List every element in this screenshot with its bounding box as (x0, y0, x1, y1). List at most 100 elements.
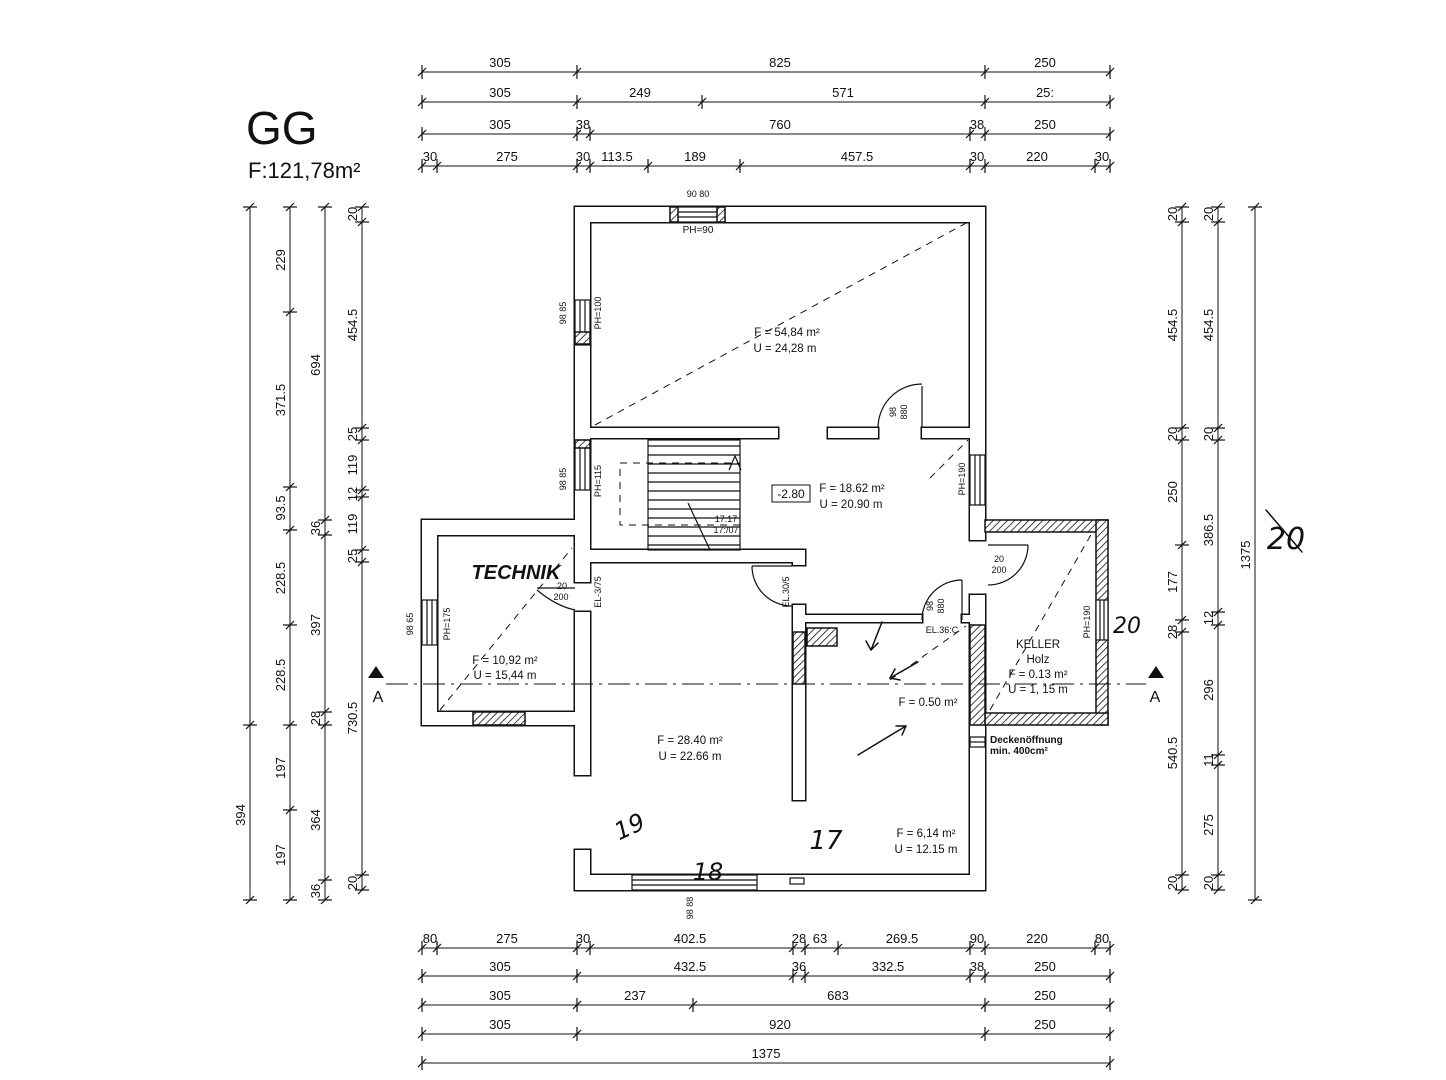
dimension-label: 694 (308, 354, 323, 376)
dimension-tick (1177, 615, 1187, 625)
dimension-label: 12 (1201, 611, 1216, 625)
dimension-label: 275 (1201, 814, 1216, 836)
door-keller (987, 544, 1029, 586)
dimension-tick (417, 943, 427, 953)
section-label-right: A (1150, 689, 1161, 706)
shaft-area: F = 0.50 m² (898, 697, 957, 709)
window-bottom (631, 874, 805, 891)
window-technik (421, 599, 438, 646)
keller-wall-bottom (984, 712, 1109, 726)
dimension-tick (1213, 423, 1223, 433)
handwritten-20-keller: 20 (1113, 614, 1141, 639)
window-hall-right-sill: PH=190 (957, 463, 967, 496)
door-keller-height: 200 (991, 565, 1006, 575)
dimension-tick (285, 525, 295, 535)
dimension-tick (585, 943, 595, 953)
dimension-label: 30 (576, 931, 590, 946)
dimension-tick (1213, 885, 1223, 895)
middle-room-area: F = 28.40 m² (657, 735, 723, 747)
dimension-tick (285, 307, 295, 317)
middle-room-perimeter: U = 22.66 m (659, 751, 722, 763)
dimension-label: 305 (489, 55, 511, 70)
dimension-label: 296 (1201, 679, 1216, 701)
dimension-label: 25 (345, 549, 360, 563)
door-upper (877, 383, 923, 429)
window-keller-sill: PH=190 (1082, 606, 1092, 639)
dimension-label: 457.5 (841, 149, 874, 164)
window-hall-right (969, 454, 986, 506)
stair-treads (648, 445, 740, 546)
dimension-row: 1375 (417, 1046, 1115, 1070)
dimension-tick (585, 129, 595, 139)
dimension-tick (357, 545, 367, 555)
dimension-label: 683 (827, 988, 849, 1003)
dimension-tick (1177, 423, 1187, 433)
dimension-column: 394 (233, 202, 257, 905)
dimension-label: 250 (1034, 988, 1056, 1003)
dimension-label: 20 (345, 876, 360, 890)
window-keller (1095, 599, 1109, 641)
dimension-label: 197 (273, 844, 288, 866)
void-diagonal-hall (929, 439, 969, 479)
dimension-label: 30 (423, 149, 437, 164)
ceiling-opening-min: min. 400cm² (990, 746, 1048, 757)
door-keller-width: 20 (994, 554, 1004, 564)
dimension-label: 11 (1201, 753, 1216, 767)
dimension-tick (965, 161, 975, 171)
dimension-tick (1177, 435, 1187, 445)
dimension-label: 305 (489, 117, 511, 132)
dimension-tick (1105, 67, 1115, 77)
dimension-label: 454.5 (1165, 309, 1180, 342)
window-top-size: 90 80 (687, 189, 710, 199)
window-stair-size: 98 85 (558, 468, 568, 491)
dimension-label: 38 (970, 959, 984, 974)
dimension-tick (1213, 217, 1223, 227)
hall-perimeter: U = 20.90 m (820, 499, 883, 511)
dimension-tick (1105, 971, 1115, 981)
dimension-tick (285, 202, 295, 212)
keller-perimeter: U = 1, 15 m (1008, 684, 1068, 696)
dimension-label: 36 (308, 521, 323, 535)
keller-subtitle: Holz (1026, 654, 1049, 666)
dimension-tick (735, 161, 745, 171)
dimension-tick (245, 202, 255, 212)
void-diagonal-technik (439, 547, 573, 711)
dimension-tick (1213, 435, 1223, 445)
dimension-label: 454.5 (345, 309, 360, 342)
dimension-label: 28 (792, 931, 806, 946)
dimension-tick (285, 482, 295, 492)
handwritten-17: 17 (809, 826, 843, 856)
arrow-up-right-icon (857, 725, 907, 756)
dimension-label: 12 (345, 487, 360, 501)
handwritten-18: 18 (693, 858, 724, 886)
dimension-tick (572, 1000, 582, 1010)
dimension-label: 189 (684, 149, 706, 164)
dimension-tick (417, 129, 427, 139)
dimension-tick (357, 202, 367, 212)
dimension-tick (357, 435, 367, 445)
dimension-tick (320, 202, 330, 212)
upper-room-area: F = 54,84 m² (754, 327, 820, 339)
window-stair (574, 439, 591, 491)
dimension-tick (572, 161, 582, 171)
dimension-label: 30 (970, 149, 984, 164)
handwritten-20-crossed: 20 (1267, 522, 1305, 557)
dimension-tick (417, 97, 427, 107)
dimension-label: 119 (345, 455, 360, 476)
ceiling-opening-note: Deckenöffnung (990, 735, 1063, 746)
dimension-tick (1177, 540, 1187, 550)
dimension-label: 36 (308, 884, 323, 898)
dimension-label: 305 (489, 988, 511, 1003)
level-marker: -2.80 (777, 487, 805, 501)
door-upper-width: 98 (888, 407, 898, 417)
dimension-label: 305 (489, 85, 511, 100)
